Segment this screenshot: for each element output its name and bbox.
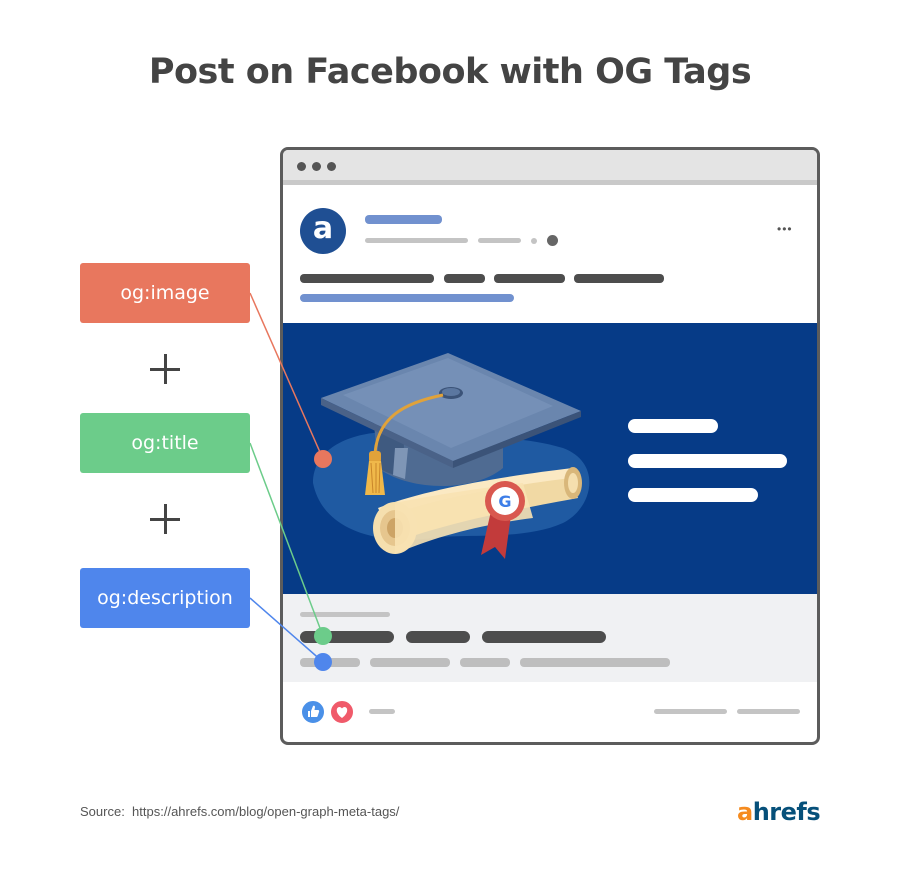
graduation-illustration: G xyxy=(313,353,590,559)
og-image-text-placeholder xyxy=(628,488,758,502)
og-image-label: og:image xyxy=(120,282,210,304)
window-dot-icon xyxy=(297,162,306,171)
preview-title-placeholder xyxy=(482,631,606,643)
post-meta-placeholder xyxy=(365,238,468,243)
preview-domain-placeholder xyxy=(300,612,390,617)
og-title-tag: og:title xyxy=(80,413,250,473)
post-text-placeholder xyxy=(444,274,485,283)
share-count-placeholder[interactable] xyxy=(737,709,800,714)
privacy-globe-icon[interactable] xyxy=(547,235,558,246)
window-dot-icon xyxy=(312,162,321,171)
og-title-marker xyxy=(314,627,332,645)
og-image-preview[interactable]: G xyxy=(283,323,817,594)
plus-icon xyxy=(150,504,180,534)
og-image-text-placeholder xyxy=(628,419,718,433)
reaction-count-placeholder xyxy=(369,709,395,714)
comment-count-placeholder[interactable] xyxy=(654,709,727,714)
post-meta-placeholder xyxy=(478,238,521,243)
avatar-letter: a xyxy=(312,211,334,246)
page-title: Post on Facebook with OG Tags xyxy=(148,52,752,92)
preview-description-placeholder xyxy=(460,658,510,667)
like-icon[interactable] xyxy=(300,699,326,725)
diploma-scroll-icon: G xyxy=(373,467,582,559)
og-image-connector xyxy=(249,292,324,460)
plus-icon xyxy=(150,354,180,384)
separator-dot xyxy=(531,238,537,244)
preview-description-placeholder xyxy=(520,658,670,667)
preview-description-placeholder xyxy=(370,658,450,667)
author-name-placeholder xyxy=(365,215,442,224)
browser-titlebar xyxy=(283,150,817,185)
graduation-cap-icon xyxy=(321,353,581,495)
post-text-placeholder xyxy=(494,274,565,283)
avatar[interactable]: a xyxy=(300,208,346,254)
og-description-connector xyxy=(249,597,324,663)
window-dot-icon xyxy=(327,162,336,171)
source-url[interactable]: https://ahrefs.com/blog/open-graph-meta-… xyxy=(132,804,400,819)
love-icon[interactable] xyxy=(329,699,355,725)
browser-window: a ••• xyxy=(280,147,820,745)
post-link-placeholder[interactable] xyxy=(300,294,514,302)
source-label: Source: xyxy=(80,804,125,819)
og-title-label: og:title xyxy=(131,432,199,454)
post-text-placeholder xyxy=(300,274,434,283)
og-image-tag: og:image xyxy=(80,263,250,323)
og-title-connector xyxy=(249,442,324,637)
og-description-marker xyxy=(314,653,332,671)
og-description-label: og:description xyxy=(97,587,233,609)
og-image-marker xyxy=(314,450,332,468)
ahrefs-logo: ahrefs xyxy=(737,798,821,826)
preview-title-placeholder xyxy=(406,631,470,643)
source-note: Source: https://ahrefs.com/blog/open-gra… xyxy=(80,804,399,819)
badge-letter: G xyxy=(498,492,511,511)
og-image-text-placeholder xyxy=(628,454,787,468)
post-text-placeholder xyxy=(574,274,664,283)
more-options-icon[interactable]: ••• xyxy=(777,222,793,236)
og-description-tag: og:description xyxy=(80,568,250,628)
